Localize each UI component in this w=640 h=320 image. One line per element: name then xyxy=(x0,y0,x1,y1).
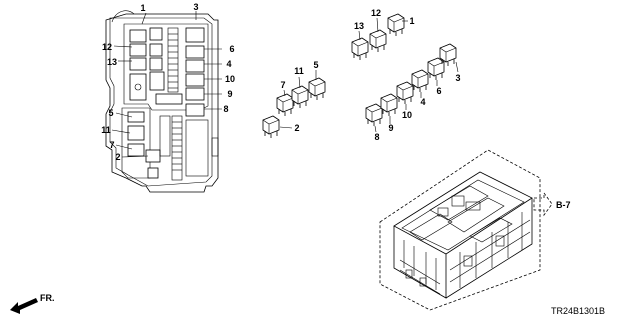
callout-3: 3 xyxy=(193,2,198,12)
relay-slot xyxy=(145,149,161,163)
callout-2: 2 xyxy=(115,152,120,162)
relay-label-5: 5 xyxy=(313,60,318,70)
relay-slot xyxy=(185,87,205,101)
mini-fuse-strip xyxy=(167,27,179,93)
relay-label-6: 6 xyxy=(436,86,441,96)
relay-7 xyxy=(276,93,294,117)
relay-label-2: 2 xyxy=(294,123,299,133)
relay-label-13: 13 xyxy=(354,21,364,31)
relay-label-10: 10 xyxy=(402,110,412,120)
fuse-slot xyxy=(129,73,147,101)
relay-slot xyxy=(127,111,145,123)
relay-label-11: 11 xyxy=(294,66,304,76)
relay-slot xyxy=(185,73,205,87)
relay-slot xyxy=(127,143,145,157)
relay-label-8: 8 xyxy=(374,132,379,142)
fuse-slot xyxy=(129,43,147,57)
relay-label-7: 7 xyxy=(280,80,285,90)
callout-1: 1 xyxy=(140,3,145,13)
callout-12: 12 xyxy=(102,42,112,52)
relay-slot xyxy=(185,59,205,73)
relay-group-top: 13 12 1 xyxy=(351,8,415,61)
part-code: TR24B1301B xyxy=(551,306,605,316)
relay-slot xyxy=(185,45,205,59)
relay-label-9: 9 xyxy=(388,123,393,133)
relay-label-1: 1 xyxy=(409,16,414,26)
fuse-slot xyxy=(129,29,147,43)
fuse-slot xyxy=(155,93,183,105)
fuse-slot xyxy=(149,57,163,71)
relay-2 xyxy=(262,115,280,139)
relay-slot xyxy=(127,125,145,141)
reference-arrow: B-7 xyxy=(533,191,571,217)
relay-5 xyxy=(308,77,326,101)
callout-6: 6 xyxy=(229,44,234,54)
relay-group-middle: 7 11 5 2 xyxy=(262,60,326,139)
relay-9 xyxy=(380,93,398,117)
reference-label: B-7 xyxy=(556,200,571,210)
front-direction-arrow: FR. xyxy=(10,293,55,314)
callout-7: 7 xyxy=(109,140,114,150)
fuse-box xyxy=(105,10,219,193)
relay-group-right: 8 9 10 4 6 3 xyxy=(365,43,461,142)
callout-4: 4 xyxy=(226,59,231,69)
fuse-box-assembly xyxy=(379,149,541,311)
relay-4 xyxy=(411,69,429,93)
front-label: FR. xyxy=(40,293,55,303)
fuse-slot xyxy=(129,57,147,71)
relay-3 xyxy=(439,43,457,67)
callout-13: 13 xyxy=(107,57,117,67)
relay-10 xyxy=(396,81,414,105)
relay-11 xyxy=(291,85,309,109)
callout-9: 9 xyxy=(227,89,232,99)
callout-10: 10 xyxy=(225,74,235,84)
relay-slot xyxy=(185,27,205,43)
relay-slot xyxy=(185,103,205,117)
relay-label-3: 3 xyxy=(455,73,460,83)
fuse-slot xyxy=(149,43,163,57)
relay-8 xyxy=(365,103,383,127)
relay-13 xyxy=(351,37,369,61)
relay-label-12: 12 xyxy=(371,8,381,18)
fuse-slot xyxy=(149,27,163,41)
relay-slot xyxy=(147,167,159,179)
relay-12 xyxy=(369,29,387,53)
relay-label-4: 4 xyxy=(420,97,425,107)
mini-fuse-strip xyxy=(171,115,183,181)
callout-5: 5 xyxy=(108,108,113,118)
fuse-slot xyxy=(149,71,165,91)
relay-1 xyxy=(387,13,405,37)
callout-8: 8 xyxy=(223,104,228,114)
callout-11: 11 xyxy=(101,125,111,135)
